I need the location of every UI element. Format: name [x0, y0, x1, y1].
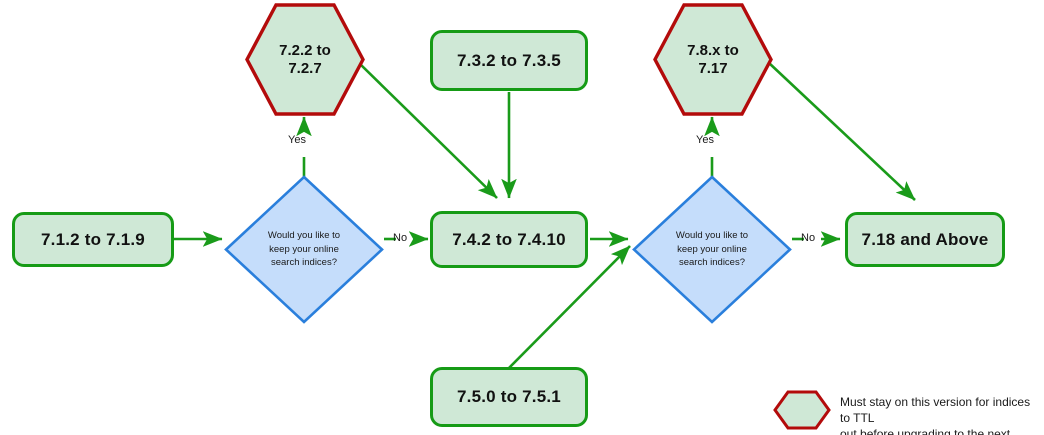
legend-hexagon-icon [773, 390, 831, 430]
node-7-4-2-to-7-4-10[interactable]: 7.4.2 to 7.4.10 [430, 211, 588, 268]
node-decision-right[interactable]: Would you like to keep your online searc… [632, 175, 792, 324]
edge-hex78x-to-box718 [768, 62, 916, 201]
node-decision-left[interactable]: Would you like to keep your online searc… [224, 175, 384, 324]
node-7-18-and-above[interactable]: 7.18 and Above [845, 212, 1005, 267]
node-label: 7.18 and Above [861, 229, 989, 249]
hexagon-shape [245, 3, 365, 116]
node-label: 7.5.0 to 7.5.1 [457, 387, 561, 406]
edge-label-no-left: No [393, 232, 408, 244]
node-7-3-2-to-7-3-5[interactable]: 7.3.2 to 7.3.5 [430, 30, 588, 91]
edge-label-yes-right: Yes [696, 134, 714, 146]
legend: Must stay on this version for indices to… [773, 388, 1038, 435]
edge-label-yes-left: Yes [288, 134, 306, 146]
diamond-shape [632, 175, 792, 324]
node-label: 7.1.2 to 7.1.9 [41, 229, 145, 249]
edge-hex722-to-box742 [358, 62, 498, 199]
node-7-2-2-to-7-2-7[interactable]: 7.2.2 to 7.2.7 [245, 3, 365, 116]
hexagon-shape [653, 3, 773, 116]
node-7-1-2-to-7-1-9[interactable]: 7.1.2 to 7.1.9 [12, 212, 174, 267]
node-label: 7.3.2 to 7.3.5 [457, 50, 561, 70]
edge-label-no-right: No [801, 232, 816, 244]
edge-box750-to-decision-right [507, 245, 631, 370]
diamond-shape [224, 175, 384, 324]
node-7-8-x-to-7-17[interactable]: 7.8.x to 7.17 [653, 3, 773, 116]
legend-text: Must stay on this version for indices to… [840, 395, 1031, 435]
node-label: 7.4.2 to 7.4.10 [452, 229, 566, 249]
node-7-5-0-to-7-5-1[interactable]: 7.5.0 to 7.5.1 [430, 367, 588, 427]
